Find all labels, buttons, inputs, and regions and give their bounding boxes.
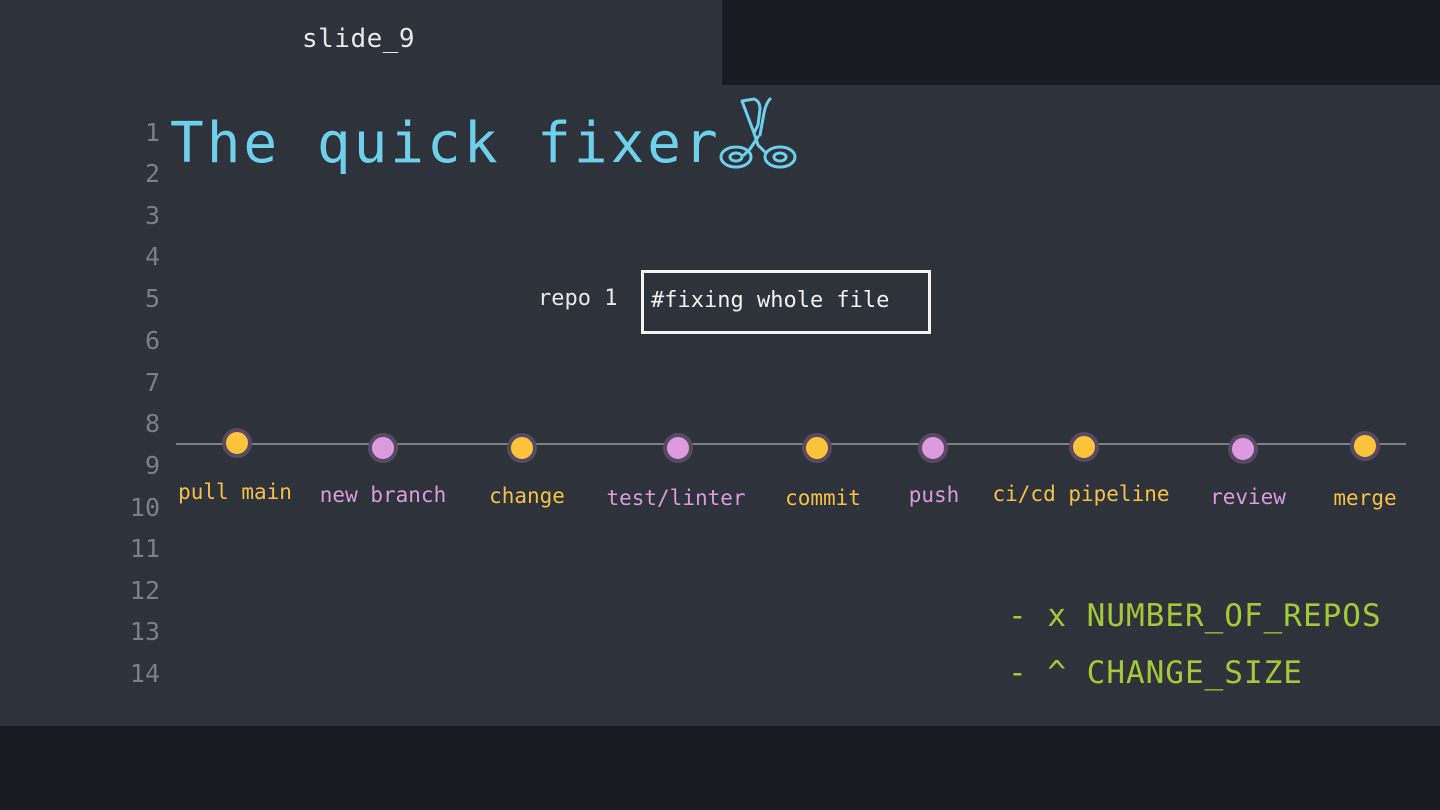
slide-title-tab: slide_9 xyxy=(302,24,416,54)
bottom-dark-bar xyxy=(0,726,1440,810)
file-comment: #fixing whole file xyxy=(651,288,890,313)
top-dark-panel xyxy=(722,0,1440,85)
repo-label: repo 1 xyxy=(538,286,618,311)
workflow-step-dot xyxy=(222,428,252,458)
line-number: 14 xyxy=(129,659,160,688)
line-number: 2 xyxy=(144,159,160,188)
note-number-of-repos: - x NUMBER_OF_REPOS xyxy=(1008,598,1382,634)
workflow-step-label: change xyxy=(489,484,565,508)
workflow-step-label: review xyxy=(1210,485,1286,509)
workflow-step-label: merge xyxy=(1333,486,1397,510)
line-number: 9 xyxy=(144,451,160,480)
line-number: 3 xyxy=(144,201,160,230)
line-number: 13 xyxy=(129,617,160,646)
scissors-icon xyxy=(719,97,797,169)
line-number: 8 xyxy=(144,409,160,438)
line-number: 7 xyxy=(144,368,160,397)
workflow-step-dot xyxy=(918,433,948,463)
line-number: 12 xyxy=(129,576,160,605)
workflow-step-dot xyxy=(507,433,537,463)
line-number: 4 xyxy=(144,242,160,271)
line-number: 10 xyxy=(129,493,160,522)
workflow-step-label: test/linter xyxy=(606,486,746,510)
workflow-step-dot xyxy=(1069,432,1099,462)
line-number: 11 xyxy=(129,534,160,563)
workflow-step-label: push xyxy=(908,483,960,507)
workflow-step-label: new branch xyxy=(319,483,447,507)
note-change-size: - ^ CHANGE_SIZE xyxy=(1008,655,1303,691)
line-number: 5 xyxy=(144,284,160,313)
workflow-step-label: pull main xyxy=(178,480,292,504)
line-number: 6 xyxy=(144,326,160,355)
workflow-step-dot xyxy=(1350,431,1380,461)
workflow-timeline xyxy=(176,443,1406,445)
workflow-step-dot xyxy=(663,433,693,463)
workflow-step-dot xyxy=(1228,434,1258,464)
workflow-step-label: ci/cd pipeline xyxy=(992,482,1170,506)
page-title: The quick fixer xyxy=(170,111,721,176)
workflow-step-dot xyxy=(802,433,832,463)
workflow-step-dot xyxy=(368,433,398,463)
file-highlight-box: #fixing whole file xyxy=(641,270,931,334)
line-number: 1 xyxy=(144,118,160,147)
workflow-step-label: commit xyxy=(785,486,861,510)
